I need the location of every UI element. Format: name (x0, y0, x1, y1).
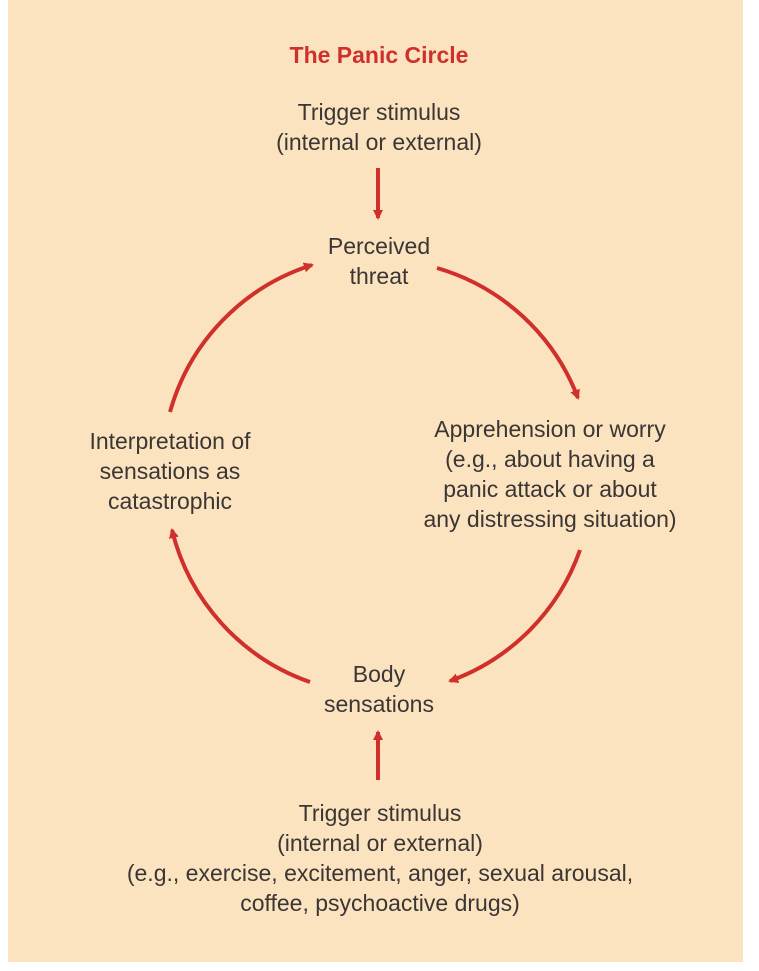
arrow-threat-to-apprehension (436, 266, 580, 400)
interpretation-line-1: Interpretation of (89, 428, 251, 454)
interpretation-line-3: catastrophic (107, 488, 232, 514)
body-sensations-line-1: Body (352, 661, 406, 687)
apprehension-node: Apprehension or worry (e.g., about havin… (400, 414, 700, 534)
body-sensations-node: Body sensations (279, 659, 479, 719)
trigger-bottom-line-3: (e.g., exercise, excitement, anger, sexu… (126, 860, 634, 886)
trigger-top-line-2: (internal or external) (276, 129, 482, 155)
apprehension-line-3: panic attack or about (443, 476, 657, 502)
arrow-body-to-interpretation (169, 528, 311, 684)
interpretation-node: Interpretation of sensations as catastro… (50, 426, 290, 516)
trigger-bottom-line-2: (internal or external) (277, 830, 483, 856)
trigger-bottom-line-1: Trigger stimulus (298, 800, 462, 826)
perceived-threat-line-2: threat (349, 263, 409, 289)
diagram-panel (8, 0, 743, 962)
apprehension-line-4: any distressing situation) (423, 506, 677, 532)
perceived-threat-node: Perceived threat (279, 231, 479, 291)
body-sensations-line-2: sensations (324, 691, 434, 717)
apprehension-line-2: (e.g., about having a (445, 446, 655, 472)
apprehension-line-1: Apprehension or worry (434, 416, 666, 442)
trigger-stimulus-bottom: Trigger stimulus (internal or external) … (80, 798, 680, 918)
arrow-interpretation-to-threat (168, 262, 314, 413)
arrow-apprehension-to-body (448, 549, 582, 683)
trigger-stimulus-top: Trigger stimulus (internal or external) (229, 97, 529, 157)
interpretation-line-2: sensations as (99, 458, 241, 484)
trigger-top-line-1: Trigger stimulus (297, 99, 461, 125)
trigger-bottom-line-4: coffee, psychoactive drugs) (240, 890, 520, 916)
diagram-title: The Panic Circle (289, 42, 469, 68)
perceived-threat-line-1: Perceived (327, 233, 431, 259)
